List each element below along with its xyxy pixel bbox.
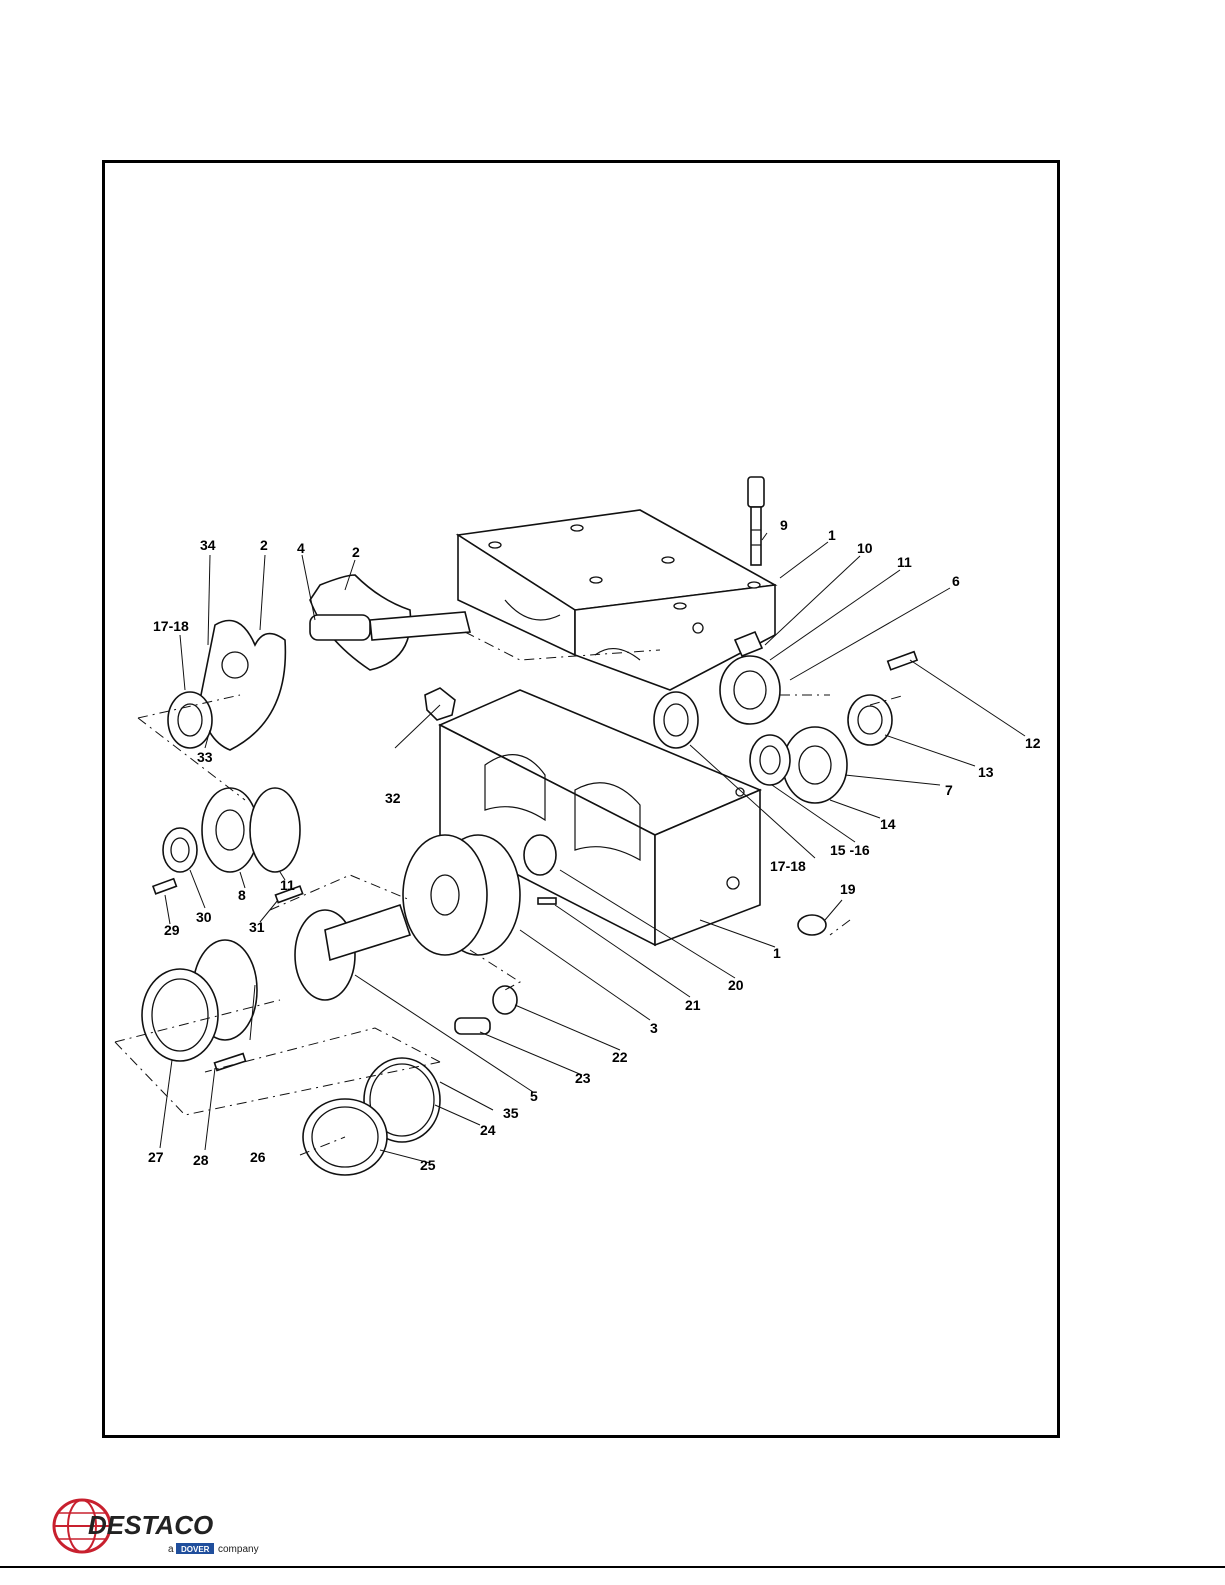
callout-17-18: 17-18 xyxy=(770,858,806,874)
callout-29: 29 xyxy=(164,922,180,938)
seal-6 xyxy=(720,656,780,724)
callout-11: 11 xyxy=(280,877,295,893)
callout-2: 2 xyxy=(352,544,360,560)
cap-screw-9 xyxy=(748,477,764,565)
screw-28 xyxy=(214,1054,245,1071)
flange-11 xyxy=(250,788,300,872)
callout-1: 1 xyxy=(773,945,781,961)
pin-21 xyxy=(538,898,556,904)
ring-30 xyxy=(163,828,197,872)
bushing-22 xyxy=(493,986,517,1014)
callout-33: 33 xyxy=(197,749,213,765)
screw-29 xyxy=(153,879,176,894)
ring-13 xyxy=(848,695,892,745)
callout-4: 4 xyxy=(297,540,305,556)
callout-11: 11 xyxy=(897,554,912,570)
callout-27: 27 xyxy=(148,1149,164,1165)
callout-22: 22 xyxy=(612,1049,628,1065)
tagline-suffix: company xyxy=(218,1544,259,1555)
tagline-badge: DOVER xyxy=(181,1545,210,1554)
callout-12: 12 xyxy=(1025,735,1041,751)
callout-31: 31 xyxy=(249,919,265,935)
bearing-15-16 xyxy=(750,735,790,785)
bearing-17-18-right xyxy=(654,692,698,748)
callout-19: 19 xyxy=(840,881,856,897)
callout-20: 20 xyxy=(728,977,744,993)
flange-7 xyxy=(783,727,847,803)
callout-7: 7 xyxy=(945,782,953,798)
callout-5: 5 xyxy=(530,1088,538,1104)
callout-8: 8 xyxy=(238,887,246,903)
callout-2: 2 xyxy=(260,537,268,553)
callout-13: 13 xyxy=(978,764,994,780)
ring-27 xyxy=(142,969,218,1061)
callout-9: 9 xyxy=(780,517,788,533)
callout-34: 34 xyxy=(200,537,216,553)
callout-17-18: 17-18 xyxy=(153,618,189,634)
dial-3 xyxy=(403,835,520,955)
callout-26: 26 xyxy=(250,1149,266,1165)
callout-14: 14 xyxy=(880,816,896,832)
callout-23: 23 xyxy=(575,1070,591,1086)
callout-21: 21 xyxy=(685,997,701,1013)
callout-6: 6 xyxy=(952,573,960,589)
callout-32: 32 xyxy=(385,790,401,806)
callout-30: 30 xyxy=(196,909,212,925)
plug-19 xyxy=(798,915,826,935)
callout-28: 28 xyxy=(193,1152,209,1168)
bearing-17-18-left xyxy=(168,692,212,748)
footer-rule xyxy=(0,1566,1225,1568)
brand-name: DESTACO xyxy=(88,1510,213,1540)
callout-24: 24 xyxy=(480,1122,496,1138)
callout-1: 1 xyxy=(828,527,836,543)
bushing-20 xyxy=(524,835,556,875)
callout-3: 3 xyxy=(650,1020,658,1036)
destaco-logo: DESTACO a DOVER company xyxy=(50,1496,270,1556)
pin-23 xyxy=(455,1018,490,1034)
cam-plate-left xyxy=(200,621,285,751)
callout-25: 25 xyxy=(420,1157,436,1173)
screw-12 xyxy=(888,652,917,670)
callout-10: 10 xyxy=(857,540,873,556)
tagline-prefix: a xyxy=(168,1544,174,1555)
callout-15-16: 15 -16 xyxy=(830,842,870,858)
upper-housing xyxy=(458,510,775,690)
shaft-5 xyxy=(295,905,410,1000)
callout-35: 35 xyxy=(503,1105,519,1121)
